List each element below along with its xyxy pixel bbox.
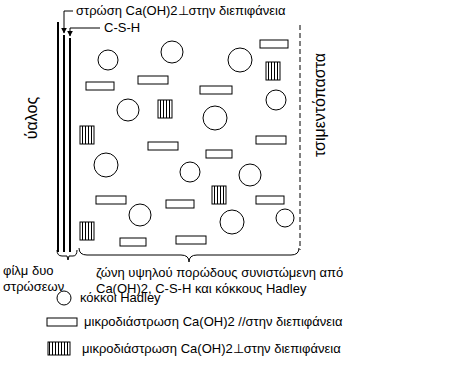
leader-arrow (70, 28, 100, 36)
caoh2-layer (63, 35, 65, 252)
leader-arrow (64, 11, 73, 33)
layer-label: C-S-H (104, 20, 164, 36)
legend-text: κόκκοι Hadley (80, 290, 380, 306)
paste-boundary (300, 25, 301, 250)
layer-label: στρώση Ca(OH)2⊥στην διεπιφάνεια (76, 3, 316, 19)
csh-layer (69, 38, 71, 252)
glass-surface (57, 22, 59, 252)
legend-text: μικροδιάστρωση Ca(OH)2 //στην διεπιφάνει… (84, 314, 424, 330)
material-label: τσιμεντόπαστα (312, 53, 328, 157)
legend-text: μικροδιάστρωση Ca(OH)2⊥στην διεπιφάνεια (82, 341, 452, 357)
material-label: ύαλος (24, 97, 40, 139)
parallel-microlayers (86, 40, 288, 246)
perpendicular-microlayers (80, 62, 280, 240)
legend-hatch (48, 342, 70, 355)
legend-bar (47, 318, 77, 326)
film-brace (57, 250, 77, 260)
zone-brace (79, 248, 299, 262)
hadley-grains (94, 41, 294, 234)
film-label: φίλμ δυο στρώσεων (3, 263, 73, 295)
